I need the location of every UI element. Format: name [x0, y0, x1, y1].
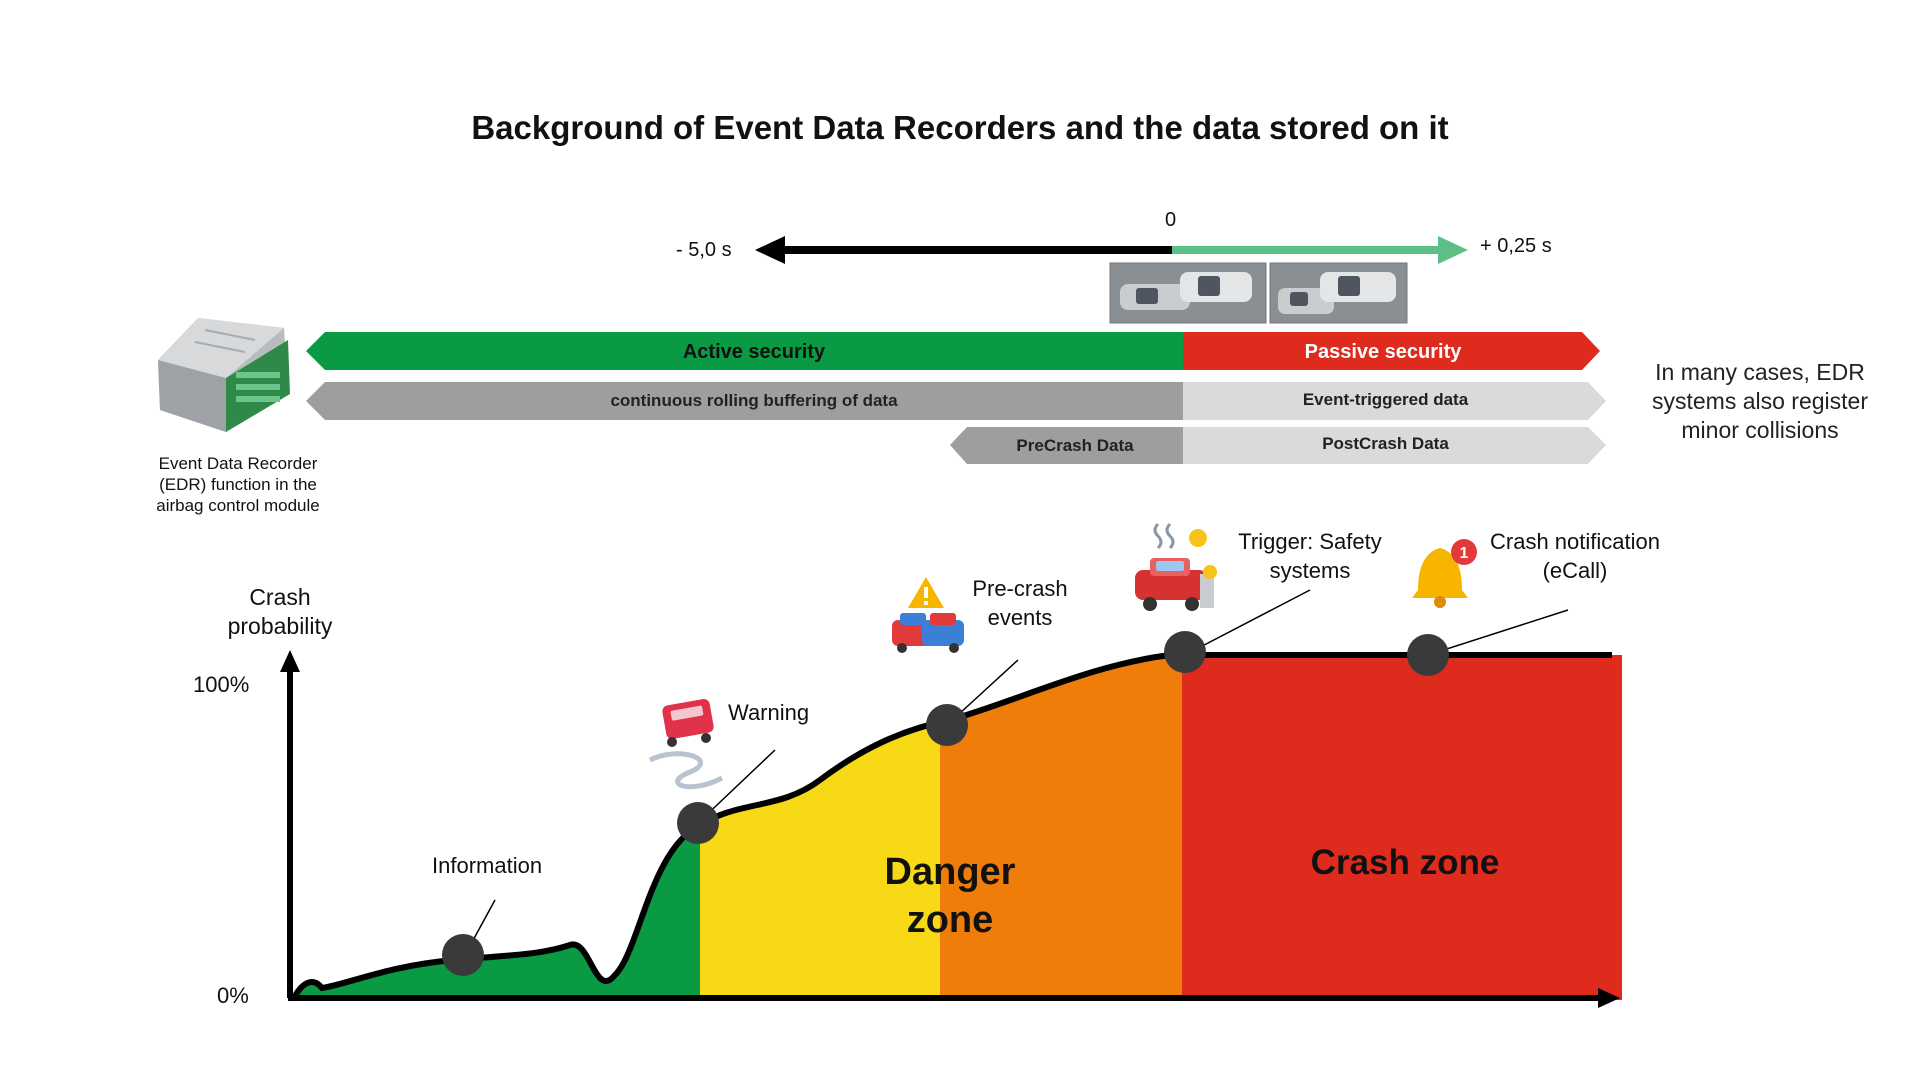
trigger-label: Trigger: Safety systems	[1225, 527, 1395, 585]
precrash-events-line: events	[987, 605, 1053, 630]
safe-zone	[293, 655, 700, 1000]
y-axis-label: Crash probability	[210, 583, 350, 641]
notification-bell-icon: 1	[1412, 539, 1477, 608]
postcrash-data-label: PostCrash Data	[1322, 434, 1449, 453]
notification-label-line: Crash notification	[1490, 529, 1660, 554]
crash-zone-label: Crash zone	[1310, 843, 1500, 882]
edr-module-icon	[158, 318, 290, 432]
warning-label: Warning	[728, 700, 810, 725]
precrash-events-line: Pre-crash	[972, 576, 1068, 601]
crash-zone	[1182, 655, 1622, 1000]
danger-zone	[940, 655, 1182, 1000]
timeline-minus-label: - 5,0 s	[676, 239, 732, 261]
marker-warning	[677, 802, 719, 844]
notification-badge	[1451, 539, 1477, 565]
trigger-label-line: systems	[1269, 558, 1351, 583]
chart-axes	[280, 650, 1620, 1008]
event-triggered-bar	[1183, 382, 1606, 420]
trigger-label-line: Trigger: Safety	[1238, 529, 1382, 554]
y-axis-label-line: probability	[227, 613, 333, 639]
postcrash-data-bar	[1183, 427, 1606, 464]
active-security-bar	[306, 332, 1183, 370]
active-security-label: Active security	[682, 341, 826, 363]
edr-caption-line: airbag control module	[156, 496, 320, 515]
trigger-leader	[1184, 589, 1311, 656]
edr-caption-line: (EDR) function in the	[159, 475, 317, 494]
danger-zone-label-line: Danger	[884, 851, 1016, 893]
note-line: In many cases, EDR	[1655, 359, 1865, 385]
notification-badge-count: 1	[1460, 545, 1469, 562]
danger-zone-label-line: zone	[906, 899, 994, 941]
warning-cars-icon	[892, 577, 964, 653]
crash-test-photo-icon	[1109, 262, 1408, 324]
marker-trigger	[1164, 631, 1206, 673]
precrash-events-label: Pre-crash events	[950, 574, 1090, 632]
marker-precrash	[926, 704, 968, 746]
edr-caption-line: Event Data Recorder	[158, 454, 318, 473]
skidding-car-icon	[648, 699, 724, 790]
continuous-buffer-bar	[306, 382, 1183, 420]
zone-fills	[293, 655, 1622, 1000]
marker-information	[442, 934, 484, 976]
timeline-arrowhead-right	[1438, 236, 1468, 264]
y-axis-bottom-tick: 0%	[217, 983, 249, 1008]
warning-zone	[700, 655, 940, 1000]
page-title: Background of Event Data Recorders and t…	[471, 109, 1449, 146]
minor-collisions-note: In many cases, EDR systems also register…	[1620, 358, 1900, 445]
timeline-plus-label: + 0,25 s	[1480, 235, 1552, 257]
precrash-data-bar	[950, 427, 1183, 464]
timeline-zero-label: 0	[1165, 209, 1177, 231]
danger-zone-label: Danger zone	[860, 848, 1040, 944]
event-markers	[442, 631, 1449, 976]
x-axis-arrowhead	[1598, 988, 1620, 1008]
notification-label-line: (eCall)	[1542, 558, 1608, 583]
timeline-arrowhead-left	[755, 236, 785, 264]
passive-security-label: Passive security	[1304, 341, 1462, 363]
edr-caption: Event Data Recorder (EDR) function in th…	[130, 453, 346, 516]
note-line: systems also register	[1651, 388, 1868, 414]
note-line: minor collisions	[1681, 417, 1839, 443]
notification-leader	[1427, 609, 1569, 656]
marker-notification	[1407, 634, 1449, 676]
y-axis-arrowhead	[280, 650, 300, 672]
precrash-data-label: PreCrash Data	[1016, 436, 1134, 455]
notification-label: Crash notification (eCall)	[1475, 527, 1675, 585]
crashed-car-icon	[1135, 522, 1217, 611]
passive-security-bar	[1183, 332, 1600, 370]
timeline-arrow	[755, 236, 1468, 264]
information-label: Information	[432, 853, 543, 878]
event-triggered-label: Event-triggered data	[1302, 390, 1469, 409]
y-axis-top-tick: 100%	[193, 672, 250, 697]
continuous-buffer-label: continuous rolling buffering of data	[610, 391, 898, 410]
y-axis-label-line: Crash	[249, 584, 311, 610]
